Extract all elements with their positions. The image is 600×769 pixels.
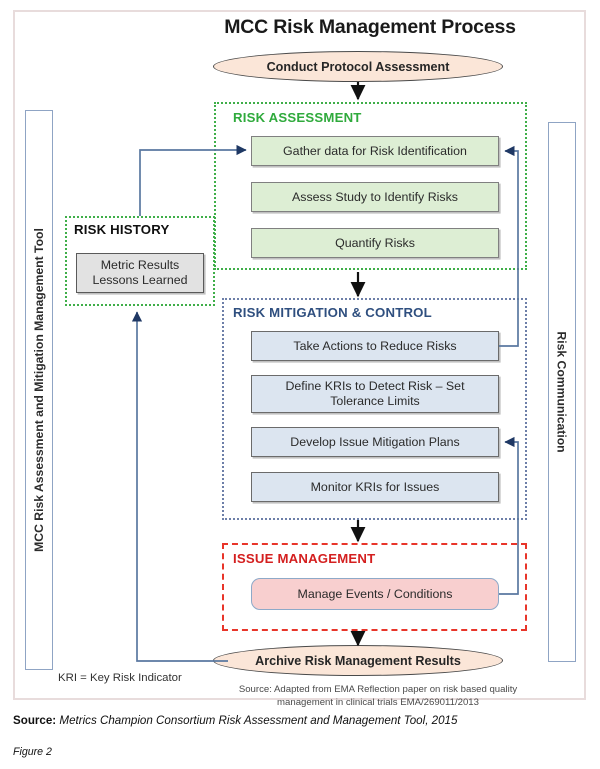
left-bar-label: MCC Risk Assessment and Mitigation Manag… — [32, 228, 46, 552]
start-node-label: Conduct Protocol Assessment — [266, 59, 450, 74]
node-assess-study[interactable]: Assess Study to Identify Risks — [251, 182, 499, 212]
kri-legend-note: KRI = Key Risk Indicator — [58, 672, 182, 684]
node-define-kris[interactable]: Define KRIs to Detect Risk – Set Toleran… — [251, 375, 499, 413]
node-take-actions-label: Take Actions to Reduce Risks — [293, 338, 457, 353]
group-risk-history — [65, 216, 215, 306]
node-metric-results-label: Metric Results Lessons Learned — [92, 258, 188, 287]
end-node-label: Archive Risk Management Results — [255, 653, 461, 668]
node-define-kris-label: Define KRIs to Detect Risk – Set Toleran… — [285, 379, 465, 408]
sidebar-left-tool-bar: MCC Risk Assessment and Mitigation Manag… — [25, 110, 53, 670]
node-monitor-kris[interactable]: Monitor KRIs for Issues — [251, 472, 499, 502]
node-develop-plans-label: Develop Issue Mitigation Plans — [290, 434, 460, 449]
node-take-actions[interactable]: Take Actions to Reduce Risks — [251, 331, 499, 361]
node-monitor-kris-label: Monitor KRIs for Issues — [310, 479, 440, 494]
right-bar-label: Risk Communication — [555, 331, 569, 453]
node-metric-results-lessons-learned[interactable]: Metric Results Lessons Learned — [76, 253, 204, 293]
ema-source-note: Source: Adapted from EMA Reflection pape… — [238, 684, 518, 708]
group-title-risk-assessment: RISK ASSESSMENT — [233, 110, 362, 125]
end-node-archive-risk-management-results[interactable]: Archive Risk Management Results — [213, 645, 503, 676]
footer-source-label: Source: — [13, 714, 57, 727]
group-title-issue-management: ISSUE MANAGEMENT — [233, 551, 376, 566]
node-gather-data[interactable]: Gather data for Risk Identification — [251, 136, 499, 166]
group-title-risk-mitigation: RISK MITIGATION & CONTROL — [233, 305, 432, 320]
page-title: MCC Risk Management Process — [224, 16, 516, 38]
node-manage-events-conditions[interactable]: Manage Events / Conditions — [251, 578, 499, 610]
sidebar-right-communication-bar: Risk Communication — [548, 122, 576, 662]
footer-source-text: Metrics Champion Consortium Risk Assessm… — [59, 714, 458, 727]
node-assess-study-label: Assess Study to Identify Risks — [292, 189, 458, 204]
footer-source: Source: Metrics Champion Consortium Risk… — [13, 714, 588, 727]
node-quantify-risks[interactable]: Quantify Risks — [251, 228, 499, 258]
node-gather-data-label: Gather data for Risk Identification — [283, 143, 467, 158]
group-title-risk-history: RISK HISTORY — [74, 222, 170, 237]
start-node-conduct-protocol-assessment[interactable]: Conduct Protocol Assessment — [213, 51, 503, 82]
node-develop-issue-mitigation-plans[interactable]: Develop Issue Mitigation Plans — [251, 427, 499, 457]
node-quantify-risks-label: Quantify Risks — [335, 235, 415, 250]
footer-figure-label: Figure 2 — [13, 746, 52, 758]
node-manage-events-label: Manage Events / Conditions — [297, 586, 453, 601]
